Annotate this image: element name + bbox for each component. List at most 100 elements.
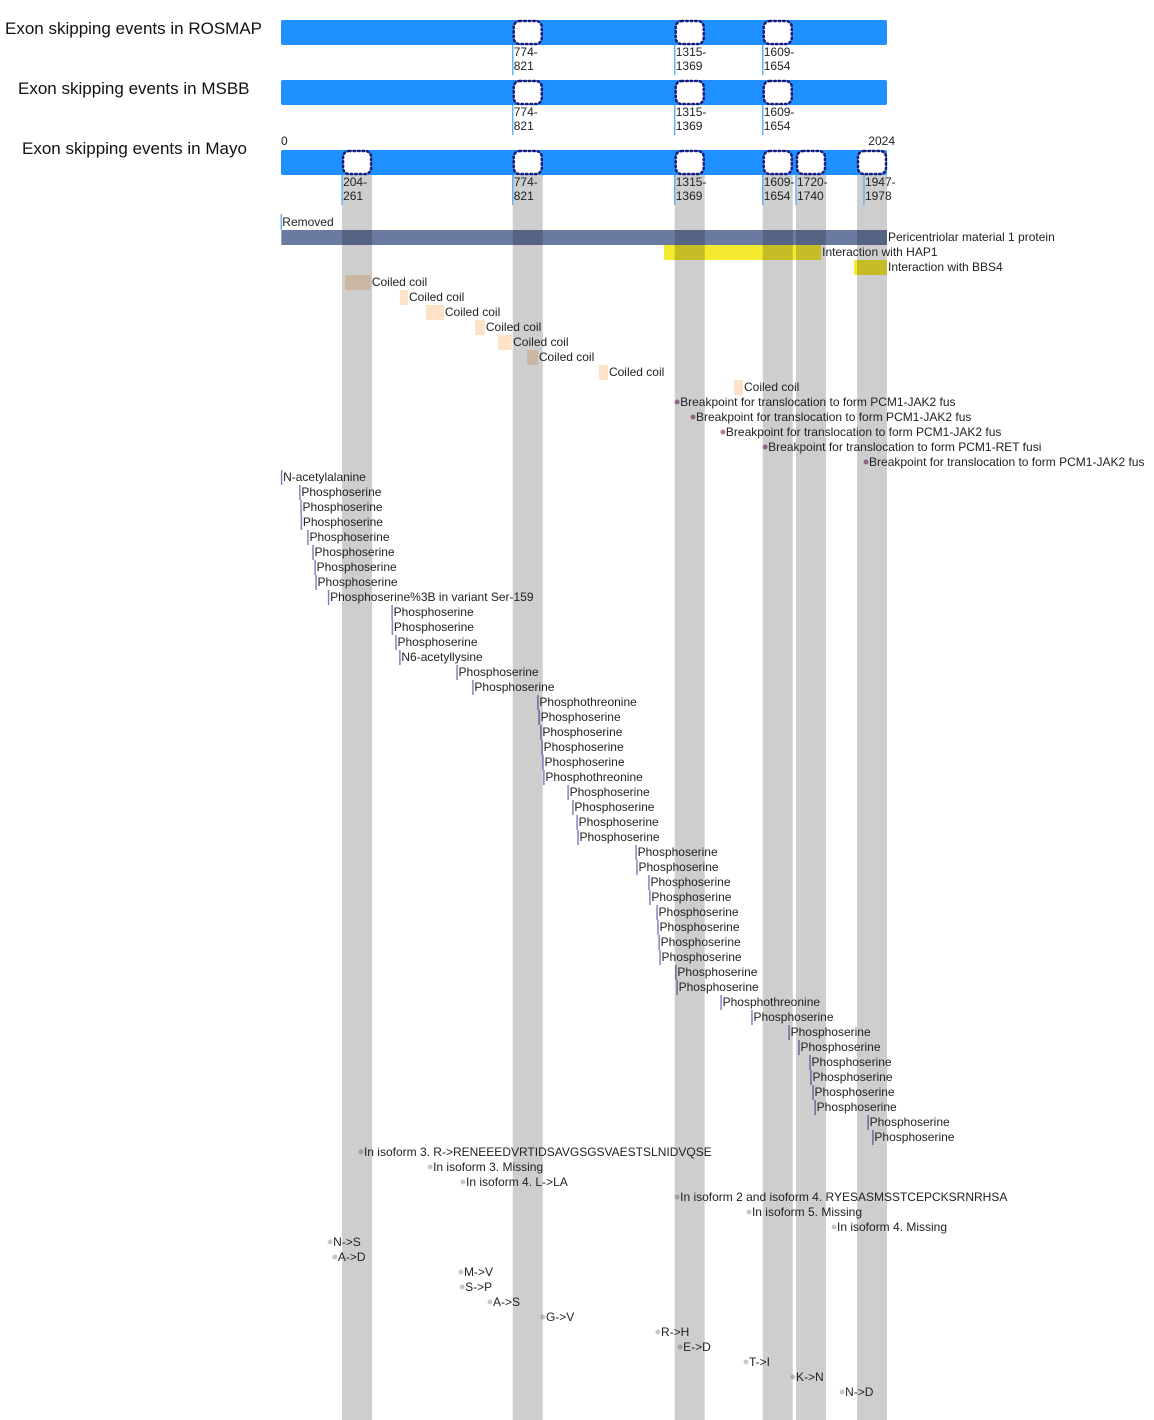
feature-label: Pericentriolar material 1 protein [888, 230, 1055, 244]
breakpoint-dot [690, 414, 696, 420]
feature-label: Phosphothreonine [539, 695, 637, 709]
exon-range-start: 774- [514, 45, 538, 59]
coiled-bar [475, 320, 485, 335]
feature-label: Phosphoserine [544, 740, 624, 754]
variant-dot [487, 1299, 493, 1305]
feature-label: Phosphoserine [317, 560, 397, 574]
exon-column-layer [342, 175, 887, 1420]
feature-label: Phosphoserine [309, 530, 389, 544]
feature-label: Phosphoserine [570, 785, 650, 799]
feature-mark-layer [280, 214, 887, 1395]
variant-dot [746, 1209, 752, 1215]
feature-label: Phosphoserine%3B in variant Ser-159 [330, 590, 534, 604]
feature-label: Phosphoserine [659, 920, 739, 934]
feature-label: Phosphoserine [800, 1040, 880, 1054]
feature-label: Removed [282, 215, 333, 229]
variant-dot [540, 1314, 546, 1320]
feature-label: Phosphoserine [459, 665, 539, 679]
feature-label: Interaction with HAP1 [822, 245, 938, 259]
variant-dot [839, 1389, 845, 1395]
feature-label: Interaction with BBS4 [888, 260, 1003, 274]
feature-label: Phosphoserine [541, 710, 621, 724]
exon-skip-box [674, 19, 705, 46]
exon-range-end: 1654 [764, 59, 791, 73]
exon-skip-box [762, 149, 793, 176]
exon-column [857, 175, 887, 1420]
exon-range-start: 1609- [764, 105, 795, 119]
feature-label: Phosphoserine [315, 545, 395, 559]
exon-range-start: 1315- [676, 45, 707, 59]
feature-label: Coiled coil [539, 350, 594, 364]
feature-label: Coiled coil [372, 275, 427, 289]
feature-label: Phosphothreonine [545, 770, 643, 784]
exon-skip-box [341, 149, 373, 176]
feature-label: N6-acetyllysine [401, 650, 483, 664]
exon-column [512, 175, 543, 1420]
exon-range-end: 1369 [676, 59, 703, 73]
feature-label: Coiled coil [409, 290, 464, 304]
feature-label: T->I [749, 1355, 770, 1369]
feature-label: Coiled coil [445, 305, 500, 319]
variant-dot [459, 1284, 465, 1290]
track-label-mayo: Exon skipping events in Mayo [22, 139, 247, 158]
exon-column [762, 175, 793, 1420]
breakpoint-dot [720, 429, 726, 435]
feature-label: N-acetylalanine [283, 470, 366, 484]
exon-range-start: 1609- [764, 175, 795, 189]
exon-range-end: 821 [514, 189, 534, 203]
exon-skip-box [856, 149, 888, 176]
feature-label: Breakpoint for translocation to form PCM… [696, 410, 971, 424]
feature-label: Coiled coil [513, 335, 568, 349]
feature-label: Phosphoserine [651, 890, 731, 904]
variant-dot [743, 1359, 749, 1365]
feature-label: Phosphoserine [303, 515, 383, 529]
variant-dot [790, 1374, 796, 1380]
feature-label: Phosphoserine [874, 1130, 954, 1144]
variant-dot [674, 1194, 680, 1200]
feature-label: Coiled coil [744, 380, 799, 394]
scale-min-label: 0 [281, 134, 288, 148]
feature-label: Phosphothreonine [723, 995, 821, 1009]
feature-label: In isoform 4. Missing [837, 1220, 947, 1234]
exon-range-start: 204- [343, 175, 367, 189]
feature-label: Phosphoserine [677, 965, 757, 979]
feature-label: Phosphoserine [638, 845, 718, 859]
feature-label: Phosphoserine [812, 1070, 892, 1084]
track-bar [281, 150, 887, 175]
feature-label: A->S [493, 1295, 520, 1309]
feature-label: Phosphoserine [662, 950, 742, 964]
variant-dot [332, 1254, 338, 1260]
exon-range-start: 1720- [797, 175, 828, 189]
exon-range-start: 774- [514, 175, 538, 189]
feature-label: In isoform 3. Missing [433, 1160, 543, 1174]
feature-label: Phosphoserine [474, 680, 554, 694]
exon-range-start: 774- [514, 105, 538, 119]
variant-dot [655, 1329, 661, 1335]
coiled-bar [527, 350, 538, 365]
feature-label: Breakpoint for translocation to form PCM… [680, 395, 955, 409]
exon-range-end: 821 [514, 119, 534, 133]
exon-range-end: 1740 [797, 189, 824, 203]
coiled-bar [598, 365, 608, 380]
feature-label: Phosphoserine [650, 875, 730, 889]
scale-max-label: 2024 [868, 134, 895, 148]
feature-label: N->S [333, 1235, 361, 1249]
feature-label: Phosphoserine [303, 500, 383, 514]
exon-range-start: 1947- [865, 175, 896, 189]
variant-dot [327, 1239, 333, 1245]
feature-label: N->D [845, 1385, 874, 1399]
breakpoint-dot [863, 459, 869, 465]
feature-label: Phosphoserine [870, 1115, 950, 1129]
chain-bar [281, 230, 887, 245]
feature-label: In isoform 4. L->LA [466, 1175, 568, 1189]
exon-column [795, 175, 826, 1420]
exon-skip-box [674, 79, 705, 106]
exon-skip-box [512, 149, 543, 176]
feature-label: S->P [465, 1280, 492, 1294]
exon-range-end: 1978 [865, 189, 892, 203]
region-bar [663, 245, 822, 260]
variant-dot [831, 1224, 837, 1230]
feature-label: Phosphoserine [394, 620, 474, 634]
